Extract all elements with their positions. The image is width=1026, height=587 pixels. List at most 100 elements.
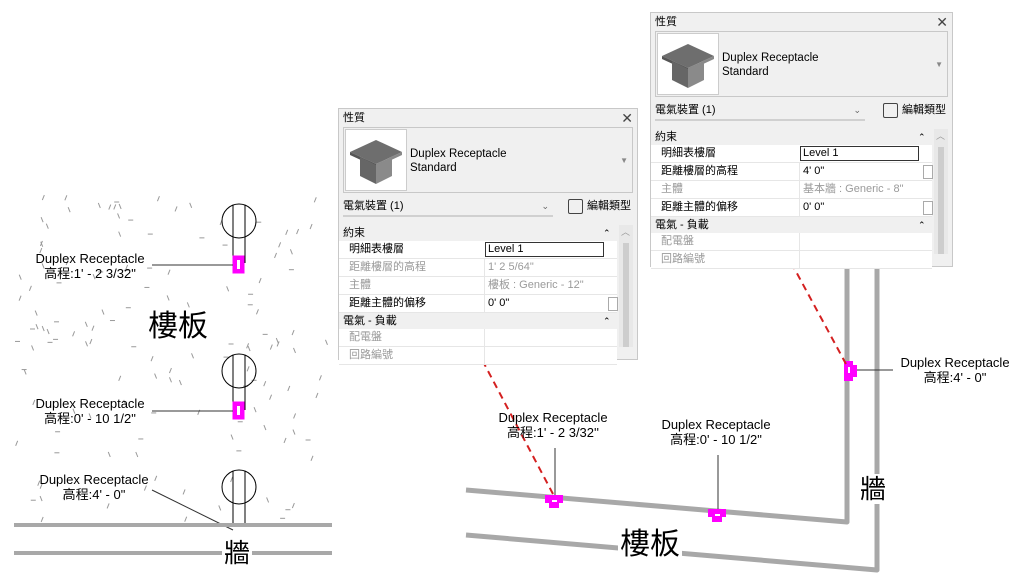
family-name: Duplex Receptacle — [722, 52, 819, 64]
associate-parameter-button[interactable] — [923, 201, 933, 215]
hatch-mark — [182, 489, 186, 495]
type-selector[interactable]: Duplex Receptacle Standard ▼ — [343, 127, 633, 193]
scroll-up-icon[interactable]: ︿ — [621, 227, 631, 237]
scrollbar[interactable]: ︿ — [619, 225, 633, 347]
section-header[interactable]: 約束 ⌃ — [339, 225, 621, 241]
close-icon[interactable]: ✕ — [621, 110, 633, 126]
section-header[interactable]: 電氣 - 負載 ⌃ — [651, 217, 936, 233]
hatch-mark — [283, 437, 287, 444]
hatch-mark — [278, 242, 282, 248]
hatch-mark — [32, 399, 36, 406]
hatch-mark — [39, 495, 43, 502]
type-selector[interactable]: Duplex Receptacle Standard ▼ — [655, 31, 948, 97]
section-title: 約束 — [655, 131, 677, 143]
associate-parameter-button[interactable] — [608, 297, 618, 311]
label-elevation: 高程:1' - 2 3/32'' — [507, 425, 599, 440]
schedule-level-input[interactable]: Level 1 — [485, 242, 604, 257]
hatch-mark — [97, 202, 101, 209]
property-name: 主體 — [661, 183, 683, 195]
property-value[interactable]: 4' 0" — [799, 163, 920, 180]
panel-title: 性質 — [655, 16, 677, 28]
hatch-mark — [189, 202, 193, 209]
left-floor-label: 樓板 — [148, 310, 208, 343]
property-row: 配電盤 — [651, 233, 932, 251]
scroll-up-icon[interactable]: ︿ — [936, 131, 946, 141]
edit-type-button[interactable]: 編輯類型 — [883, 102, 946, 118]
hatch-mark — [143, 485, 147, 491]
right-receptacles[interactable] — [545, 361, 857, 522]
hatch-mark — [310, 455, 314, 462]
edit-type-label: 編輯類型 — [902, 104, 946, 116]
hatch-mark — [309, 223, 313, 230]
property-name: 配電盤 — [349, 331, 382, 343]
section-header[interactable]: 電氣 - 負載⌃ — [339, 313, 621, 329]
label-name: Duplex Receptacle — [35, 251, 145, 266]
dropdown-arrow-icon[interactable]: ▼ — [620, 156, 628, 165]
hatch-mark — [118, 203, 122, 210]
category-filter-dropdown[interactable]: 電氣裝置 (1) ⌄ — [343, 197, 553, 217]
property-value: 基本牆 : Generic - 8" — [799, 181, 920, 198]
left-receptacle-3[interactable] — [221, 469, 257, 525]
hatch-mark — [292, 429, 296, 435]
hatch-mark — [291, 329, 295, 336]
hatch-mark — [41, 325, 45, 332]
hatch-mark — [85, 341, 88, 347]
dropdown-arrow-icon[interactable]: ▼ — [935, 60, 943, 69]
hatch-mark — [269, 394, 273, 400]
scrollbar-thumb[interactable] — [938, 147, 944, 254]
property-name: 回路編號 — [349, 349, 393, 361]
edit-type-icon — [883, 102, 898, 118]
scrollbar[interactable]: ︿ — [934, 129, 948, 254]
section-title: 電氣 - 負載 — [655, 219, 709, 231]
hatch-mark — [274, 252, 277, 259]
edit-type-button[interactable]: 編輯類型 — [568, 198, 631, 214]
right-label-2: Duplex Receptacle 高程:0' - 10 1/2" — [651, 417, 781, 447]
collapse-icon[interactable]: ⌃ — [603, 228, 611, 238]
property-value[interactable]: 0' 0" — [799, 199, 920, 216]
collapse-icon[interactable]: ⌃ — [603, 316, 611, 326]
hatch-mark — [125, 264, 129, 271]
hatch-mark — [39, 483, 43, 489]
associate-parameter-button[interactable] — [923, 165, 933, 179]
family-name: Duplex Receptacle — [410, 148, 507, 160]
panel-title: 性質 — [343, 112, 365, 124]
hatch-mark — [89, 338, 93, 345]
hatch-mark — [313, 197, 317, 203]
section-header[interactable]: 約束 ⌃ — [651, 129, 936, 145]
chevron-down-icon: ⌄ — [853, 105, 861, 115]
hatch-mark — [39, 247, 43, 254]
hatch-mark — [263, 424, 267, 431]
section-title: 約束 — [343, 227, 365, 239]
hatch-mark — [247, 345, 251, 352]
hatch-mark — [92, 274, 96, 280]
left-receptacle-1[interactable] — [221, 203, 257, 274]
property-value[interactable]: 0' 0" — [484, 295, 605, 312]
hatch-mark — [296, 228, 300, 235]
hatch-mark — [118, 375, 122, 382]
hatch-mark — [46, 328, 50, 335]
schedule-level-input[interactable]: Level 1 — [800, 146, 919, 161]
hatch-mark — [106, 503, 110, 509]
type-name: Standard — [722, 66, 769, 78]
hatch-mark — [15, 440, 19, 446]
property-name: 明細表樓層 — [349, 243, 404, 255]
collapse-icon[interactable]: ⌃ — [918, 132, 926, 142]
hatch-mark — [276, 341, 280, 347]
property-name: 距離樓層的高程 — [349, 261, 426, 273]
hatch-mark — [246, 343, 250, 349]
right-leaders — [554, 369, 893, 512]
left-receptacle-2[interactable] — [221, 353, 257, 420]
category-filter-dropdown[interactable]: 電氣裝置 (1) ⌄ — [655, 101, 865, 121]
collapse-icon[interactable]: ⌃ — [918, 220, 926, 230]
label-name: Duplex Receptacle — [35, 396, 145, 411]
hatch-mark — [178, 379, 182, 386]
close-icon[interactable]: ✕ — [936, 14, 948, 30]
hatch-mark — [156, 196, 160, 202]
scrollbar-thumb[interactable] — [623, 243, 629, 347]
hatch-mark — [218, 505, 222, 511]
properties-panel-wall-receptacle: 性質 ✕ Duplex Receptacle Standard ▼ 電氣裝置 (… — [650, 12, 953, 269]
left-wall — [14, 523, 332, 555]
